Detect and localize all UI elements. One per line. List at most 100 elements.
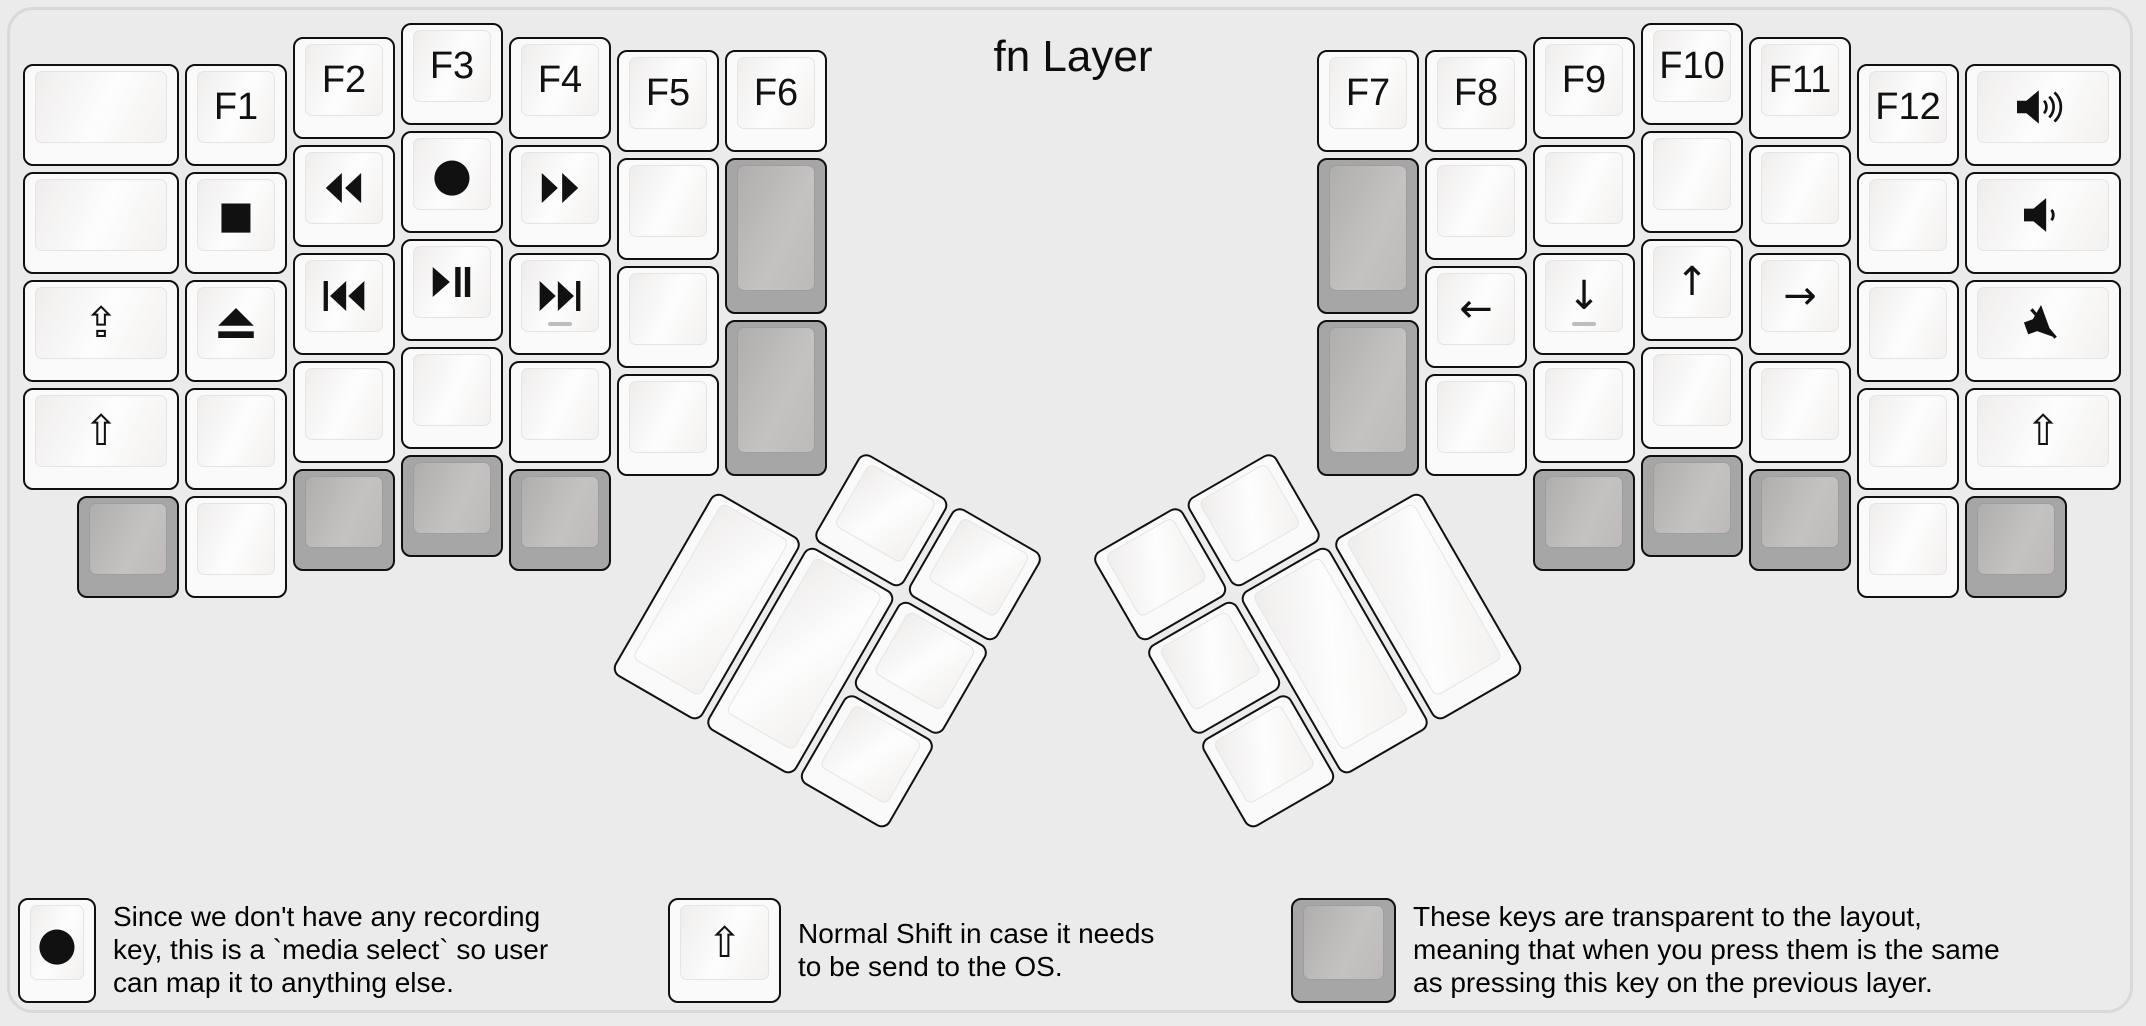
key-arrow-down[interactable]: ↓ <box>1533 252 1635 355</box>
keytop <box>1977 178 2109 251</box>
key-fast-forward[interactable] <box>509 144 611 247</box>
key-transparent[interactable] <box>725 158 827 314</box>
keytop <box>1104 516 1208 618</box>
keytop <box>737 165 815 291</box>
key-f1[interactable]: F1 <box>185 63 287 166</box>
key-arrow-up[interactable]: ↑ <box>1641 239 1743 341</box>
key-blank[interactable] <box>1857 495 1959 598</box>
volume-down-icon <box>2024 196 2062 234</box>
keytop: F4 <box>521 43 599 116</box>
key-transparent[interactable] <box>1317 320 1419 476</box>
key-next-track[interactable] <box>509 252 611 355</box>
key-f11[interactable]: F11 <box>1749 36 1851 139</box>
keytop <box>1303 905 1384 980</box>
keytop <box>1977 502 2055 575</box>
key-transparent[interactable] <box>401 455 503 557</box>
keytop <box>197 502 275 575</box>
key-f8[interactable]: F8 <box>1425 50 1527 152</box>
keytop <box>305 367 383 440</box>
legend-example-key: ● <box>18 898 96 1003</box>
key-f2[interactable]: F2 <box>293 36 395 139</box>
key-blank[interactable] <box>617 374 719 476</box>
key-blank[interactable] <box>1533 144 1635 247</box>
key-eject[interactable] <box>185 279 287 382</box>
keytop <box>1869 178 1947 251</box>
key-f4[interactable]: F4 <box>509 36 611 139</box>
key-blank[interactable] <box>1641 131 1743 233</box>
keytop: ⇧ <box>1977 394 2109 467</box>
key-blank[interactable] <box>1425 158 1527 260</box>
key-blank[interactable] <box>23 63 179 166</box>
keytop <box>1158 610 1262 712</box>
keytop: F7 <box>1329 57 1407 129</box>
key-transparent[interactable] <box>1749 468 1851 571</box>
key-f12[interactable]: F12 <box>1857 63 1959 166</box>
key-transparent[interactable] <box>1533 468 1635 571</box>
shift-icon: ⇧ <box>83 405 119 455</box>
key-transparent[interactable] <box>725 320 827 476</box>
keytop <box>629 381 707 453</box>
key-blank[interactable] <box>185 387 287 490</box>
keytop: ● <box>30 905 84 980</box>
key-blank[interactable] <box>617 158 719 260</box>
key-transparent[interactable] <box>1317 158 1419 314</box>
key-stop[interactable]: ■ <box>185 171 287 274</box>
key-blank[interactable] <box>1425 374 1527 476</box>
keytop: ↑ <box>1653 246 1731 318</box>
key-blank[interactable] <box>1749 360 1851 463</box>
key-blank[interactable] <box>1857 171 1959 274</box>
key-blank[interactable] <box>1857 387 1959 490</box>
key-volume-down[interactable] <box>1965 171 2121 274</box>
keytop <box>1869 502 1947 575</box>
keytop <box>1197 462 1302 564</box>
key-play-pause[interactable] <box>401 239 503 341</box>
key-transparent[interactable] <box>293 468 395 571</box>
keytop <box>1869 286 1947 359</box>
key-label: F8 <box>1453 72 1499 114</box>
keytop <box>305 259 383 332</box>
keytop: F2 <box>305 43 383 116</box>
keytop <box>35 70 167 143</box>
key-blank[interactable] <box>509 360 611 463</box>
key-media-select[interactable]: ● <box>401 131 503 233</box>
key-blank[interactable] <box>293 360 395 463</box>
keytop <box>521 367 599 440</box>
key-prev-track[interactable] <box>293 252 395 355</box>
key-transparent[interactable] <box>509 468 611 571</box>
key-mute[interactable] <box>1965 279 2121 382</box>
key-blank[interactable] <box>1857 279 1959 382</box>
key-f5[interactable]: F5 <box>617 50 719 152</box>
key-transparent[interactable] <box>1965 495 2067 598</box>
key-f9[interactable]: F9 <box>1533 36 1635 139</box>
key-f6[interactable]: F6 <box>725 50 827 152</box>
key-shift[interactable]: ⇧ <box>1965 387 2121 490</box>
record-icon: ● <box>431 147 473 201</box>
key-f7[interactable]: F7 <box>1317 50 1419 152</box>
keytop <box>413 462 491 534</box>
key-blank[interactable] <box>1749 144 1851 247</box>
stop-icon: ■ <box>218 192 254 237</box>
key-f10[interactable]: F10 <box>1641 23 1743 125</box>
key-caps-lock[interactable]: ⇪ <box>23 279 179 382</box>
key-rewind[interactable] <box>293 144 395 247</box>
arrow-down-icon: ↓ <box>1567 272 1601 319</box>
key-shift[interactable]: ⇧ <box>23 387 179 490</box>
key-blank[interactable] <box>401 347 503 449</box>
key-transparent[interactable] <box>77 495 179 598</box>
record-icon: ● <box>36 915 78 970</box>
legend-example-key: ⇧ <box>668 898 781 1003</box>
key-blank[interactable] <box>617 266 719 368</box>
key-f3[interactable]: F3 <box>401 23 503 125</box>
key-transparent[interactable] <box>1641 455 1743 557</box>
keytop: ● <box>413 138 491 210</box>
key-arrow-right[interactable]: → <box>1749 252 1851 355</box>
key-label: F3 <box>429 45 475 87</box>
key-arrow-left[interactable]: ← <box>1425 266 1527 368</box>
key-volume-up[interactable] <box>1965 63 2121 166</box>
key-blank[interactable] <box>23 171 179 274</box>
key-blank[interactable] <box>185 495 287 598</box>
keytop <box>521 151 599 224</box>
key-blank[interactable] <box>1533 360 1635 463</box>
key-blank[interactable] <box>1641 347 1743 449</box>
key-label: F2 <box>321 58 367 101</box>
